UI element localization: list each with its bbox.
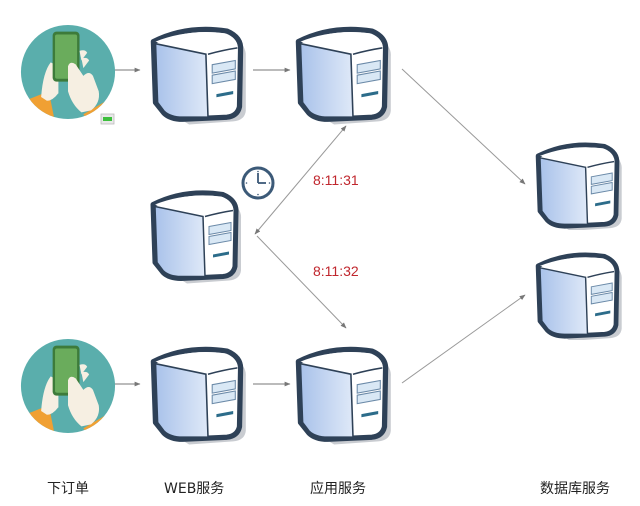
db-2-server-icon [538,255,622,341]
app-1-server-icon [298,29,390,124]
label-app: 应用服务 [310,481,366,497]
client-1-phone-user-icon [21,25,116,120]
battery-icon [100,113,115,125]
edge-app1-db1 [401,68,526,185]
edge-app2-db2 [401,294,526,384]
timestamp-first: 8:11:31 [313,172,359,188]
timestamp-second: 8:11:32 [313,263,359,279]
label-order: 下订单 [47,481,89,497]
edges [114,67,526,387]
time-server-icon [153,193,241,284]
label-web: WEB服务 [164,481,225,497]
db-1-server-icon [538,145,622,231]
edge-time-app1 [254,125,347,235]
app-2-server-icon [298,349,390,444]
web-2-server-icon [153,349,245,444]
client-2-phone-user-icon [21,339,116,434]
label-db: 数据库服务 [540,481,610,497]
web-1-server-icon [153,29,245,124]
edge-time-app2 [256,235,347,329]
clock-icon [241,166,275,200]
